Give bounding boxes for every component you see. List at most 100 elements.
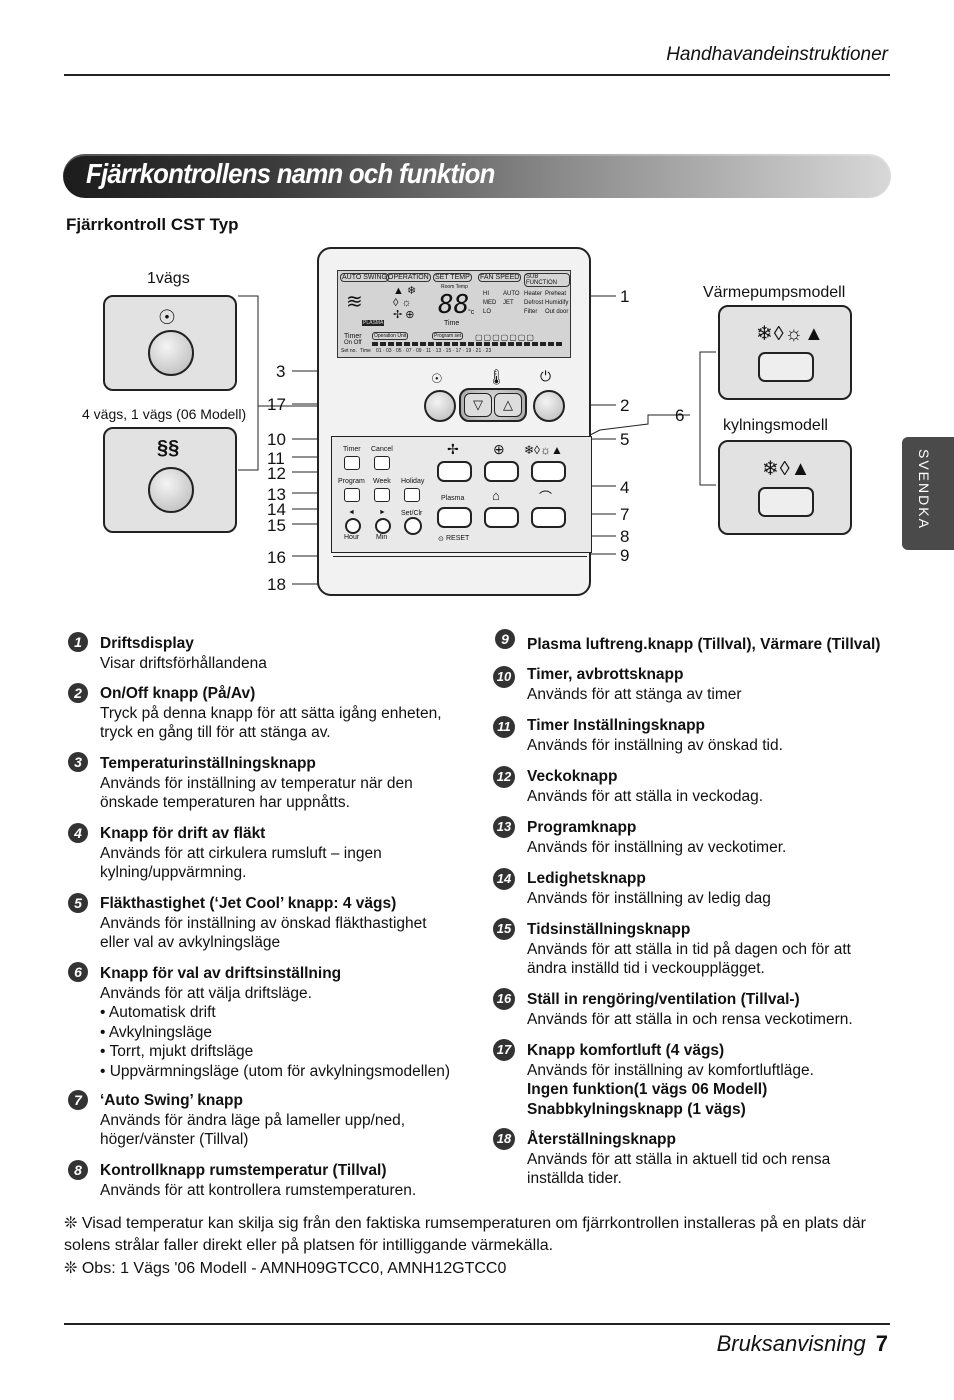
lcd-temp-digits: 88 [438,290,470,320]
badge-1: 1 [68,632,88,652]
list-item: On/Off knapp (På/Av) Tryck på denna knap… [100,684,460,743]
badge-8: 8 [68,1160,88,1180]
item-title: ‘Auto Swing’ knapp [100,1092,243,1109]
item-body: Används för ändra läge på lameller upp/n… [100,1111,406,1149]
panel-hour-label: Hour [344,534,360,541]
lcd-time-small: Time [360,348,371,354]
lcd-room-temp: Room Temp [441,284,468,290]
list-item: Kontrollknapp rumstemperatur (Tillval) A… [100,1161,480,1200]
lcd-plasma-tag: PLASMA [362,320,385,326]
badge-5: 5 [68,893,88,913]
holiday-button[interactable] [404,488,420,502]
language-tab-label: SVENDKA [916,449,932,530]
timer-button[interactable] [344,456,360,470]
list-item: Knapp komfortluft (4 vägs) Används för i… [527,1041,907,1119]
cancel-button[interactable] [374,456,390,470]
page-title: Fjärrkontrollens namn och funktion [86,158,495,189]
cooling-mode-button[interactable] [758,487,814,517]
room-temp-button[interactable] [484,507,519,528]
item-body: Tryck på denna knapp för att sätta igång… [100,704,442,742]
callout-2: 2 [620,396,630,415]
fan-speed-button[interactable] [484,461,519,482]
four-way-comfort-button[interactable] [148,467,194,513]
lcd-on-off: On Off [344,340,362,346]
plasma-button[interactable] [437,507,472,528]
callout-6: 6 [675,406,685,425]
one-way-button-card: ☉ [103,295,237,391]
item-title: Knapp för val av driftsinställning [100,965,342,982]
min-arrow-icon: ► [379,509,386,516]
hour-button[interactable] [345,518,361,534]
temp-down-button[interactable]: ▽ [464,393,492,417]
list-item: ‘Auto Swing’ knapp Används för ändra läg… [100,1091,430,1150]
set-clr-button[interactable] [404,517,422,535]
temperature-button-group: ▽ △ [459,388,527,422]
mode-icons: ❄◊☼▲ [756,323,825,345]
list-item: Veckoknapp Används för att ställa in vec… [527,767,907,806]
item-title: On/Off knapp (På/Av) [100,685,256,702]
week-button[interactable] [374,488,390,502]
power-icon: ⏻ [540,368,552,384]
item-note: Ingen funktion(1 vägs 06 Modell) [527,1081,768,1098]
label-heatpump: Värmepumpsmodell [703,284,846,301]
on-off-button[interactable] [533,390,565,422]
list-item: Temperaturinställningsknapp Används för … [100,754,430,813]
page-number: 7 [875,1331,888,1356]
heatpump-mode-button[interactable] [758,352,814,382]
label-4vags: 4 vägs, 1 vägs (06 Modell) [82,406,247,422]
note-model: ❊ Obs: 1 Vägs '06 Modell - AMNH09GTCC0, … [64,1260,507,1277]
thermometer-icon: 🌡 [487,369,507,386]
item-title: Knapp komfortluft (4 vägs) [527,1042,725,1059]
section-header: Handhavandeinstruktioner [666,44,888,65]
panel-reset-label[interactable]: RESET [446,535,470,542]
lcd-mode-icons: ▲ ❄◊ ☼✢ ⊕ [393,285,417,321]
list-item: Timer Inställningsknapp Används för inst… [527,716,907,755]
lcd-set-no: Set no. [341,348,357,354]
list-item: Återställningsknapp Används för att stäl… [527,1130,847,1189]
lcd-sub-preheat: Preheat [545,291,567,297]
subtitle: Fjärrkontroll CST Typ [66,215,239,234]
fan-icon: ✢ [447,441,459,457]
badge-14: 14 [493,868,515,890]
lcd-timer: Timer [344,333,362,340]
list-item: Knapp för val av driftsinställning Använ… [100,964,480,1081]
min-button[interactable] [375,518,391,534]
list-item: Ledighetsknapp Används för inställning a… [527,869,907,908]
callout-5: 5 [620,430,630,449]
badge-10: 10 [493,666,515,688]
reset-hole-icon: ⊙ [438,536,444,543]
lcd-sub-defrost: Defrost [524,300,544,306]
lcd-weekday-boxes: ▢▢▢▢▢▢▢ [475,333,535,342]
title-bar [63,154,891,198]
item-body: Används för att ställa in tid på dagen o… [527,940,851,978]
item-body: Används för inställning av ledig dag [527,889,771,907]
one-way-comfort-button[interactable] [148,330,194,376]
item-title: Veckoknapp [527,768,618,785]
program-button[interactable] [344,488,360,502]
bullet-item: • Torrt, mjukt driftsläge [100,1043,254,1060]
comfort-air-button[interactable] [424,390,456,422]
temp-up-button[interactable]: △ [494,393,522,417]
panel-plasma-label: Plasma [441,495,465,502]
auto-swing-button[interactable] [531,507,566,528]
lcd-fan-jet: JET [503,300,514,306]
badge-17: 17 [493,1039,515,1061]
item-body: Används för inställning av komfortluftlä… [527,1061,814,1079]
panel-min-label: Min [376,534,388,541]
item-body: Används för inställning av temperatur nä… [100,774,413,812]
lcd-operation-unit: Operation Unit [372,332,409,340]
item-body: Används för att ställa in och rensa veck… [527,1010,853,1028]
operation-mode-button[interactable] [531,461,566,482]
lcd-fan-auto: AUTO [503,291,520,297]
item-body: Används för inställning av veckotimer. [527,838,787,856]
item-title: Återställningsknapp [527,1131,676,1148]
callout-13: 13 [267,485,286,504]
callout-10: 10 [267,430,286,449]
lcd-program-set: Program set [432,332,464,340]
badge-13: 13 [493,816,515,838]
list-item: Driftsdisplay Visar driftsförhållandena [100,634,480,673]
lcd-tab-auto-swing: AUTO SWING [340,273,389,282]
fan-only-button[interactable] [437,461,472,482]
bullet-item: • Avkylningsläge [100,1023,212,1041]
